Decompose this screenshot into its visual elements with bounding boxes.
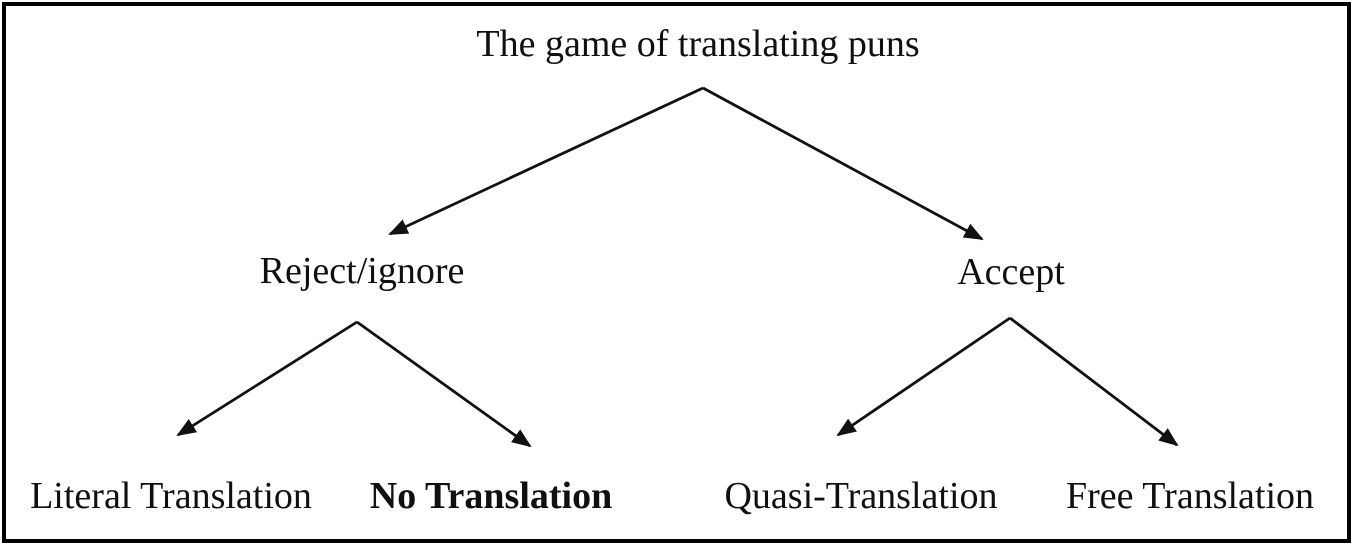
node-label-root: The game of translating puns (476, 23, 920, 66)
edge-reject-literal (176, 320, 358, 437)
node-label-free: Free Translation (1065, 475, 1315, 518)
node-label-reject: Reject/ignore (259, 250, 465, 293)
node-label-literal: Literal Translation (30, 475, 312, 518)
node-label-quasi: Quasi-Translation (724, 475, 998, 518)
edge-root-accept (702, 86, 984, 241)
edge-accept-free (1009, 316, 1179, 447)
edge-accept-quasi (836, 316, 1011, 437)
edge-root-reject (388, 86, 704, 236)
node-label-accept: Accept (957, 251, 1065, 294)
edge-reject-no (356, 320, 532, 448)
edge-group (176, 86, 1179, 448)
node-label-no: No Translation (369, 475, 613, 518)
